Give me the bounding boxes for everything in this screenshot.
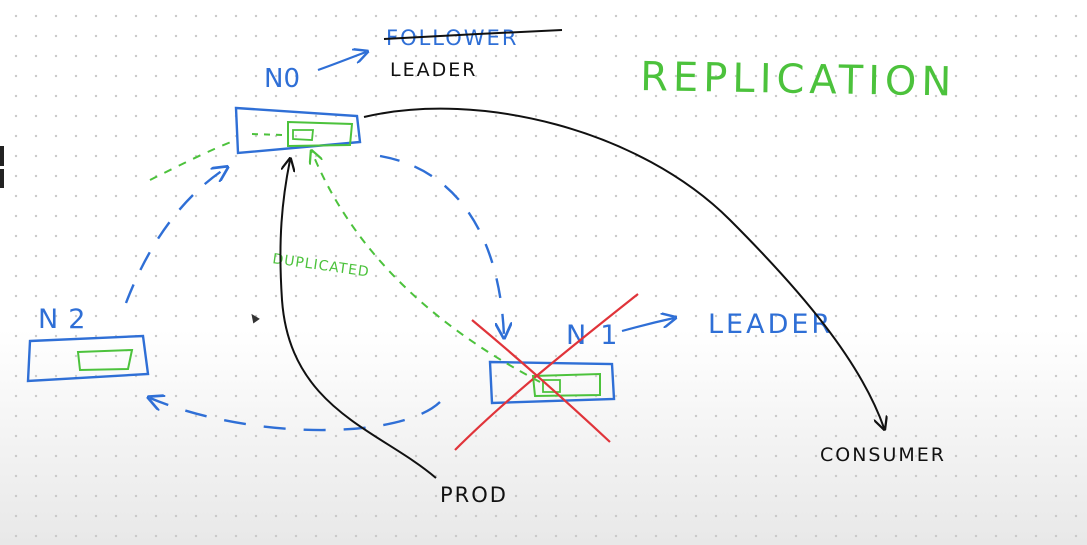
n0-to-consumer-arrow [363,107,884,428]
n0-to-role-arrow [317,52,366,72]
node-n0-log [287,120,354,148]
node-n0-dash-mark [251,133,283,136]
ring-n0-to-n1 [379,154,504,336]
node-n2: N2 [26,304,150,383]
node-n1-log-entry [542,379,561,393]
left-edge-marker [0,146,4,188]
node-n2-box [26,334,150,383]
role-strikethrough [383,29,563,40]
ring-n2-to-n0 [124,168,226,304]
node-n1: N1 LEADER [454,293,833,451]
diagram-title: REPLICATION [640,54,957,106]
node-n0: N0 FOLLOWER LEADER [234,26,563,155]
node-n1-log [531,372,601,398]
node-n0-log-entry [292,129,314,141]
producer-to-n0-arrow [279,160,437,479]
node-n1-role: LEADER [708,309,833,340]
node-n0-label: N0 [264,64,300,94]
node-n1-failure-cross-a [471,319,611,443]
consumer-label: CONSUMER [820,444,946,466]
ring-n1-to-n2 [150,398,441,432]
node-n2-log [76,348,134,372]
duplicate-n2-to-n0 [149,139,237,181]
node-n0-new-role: LEADER [390,59,477,81]
duplicated-label: DUPLICATED [271,251,370,280]
node-n2-label: N2 [38,304,95,335]
node-n1-failure-cross-b [454,293,639,451]
node-n1-box [488,360,616,405]
duplicate-n1-to-n0 [312,152,541,383]
n1-to-role-arrow [621,318,674,333]
producer-label: PROD [440,483,508,507]
node-n0-box [234,106,362,155]
